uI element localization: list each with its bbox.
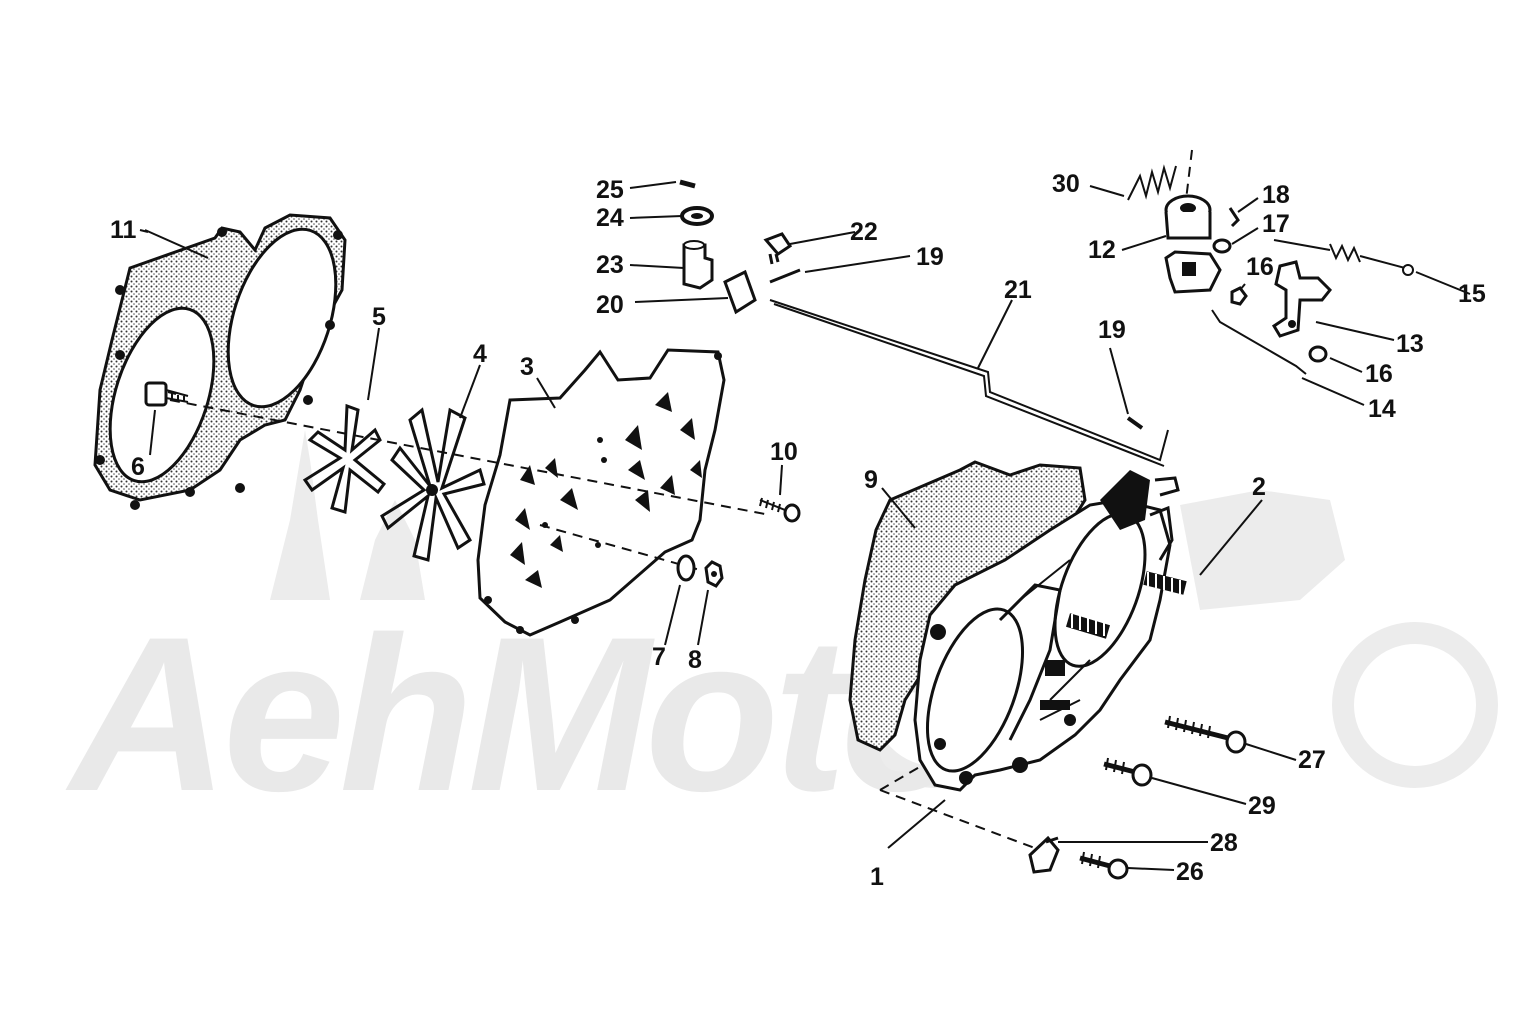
part-26-screw <box>1079 851 1129 880</box>
part-12-throttle-body <box>1164 194 1222 294</box>
callout-11: 11 <box>110 216 137 244</box>
callout-14: 14 <box>1368 395 1396 423</box>
assembly-axis-spring <box>1185 149 1193 201</box>
part-2-spring <box>1143 571 1187 595</box>
part-17-washer <box>1212 238 1232 254</box>
callout-26: 26 <box>1176 858 1204 886</box>
callout-23: 23 <box>596 251 624 279</box>
assembly-axis-upper <box>169 399 771 516</box>
assembly-axis-lower <box>539 524 701 571</box>
part-5-fan-small <box>302 403 387 514</box>
part-24-washer <box>680 206 714 226</box>
part-1-housing <box>913 470 1180 792</box>
part-16-nut-upper <box>1230 286 1248 306</box>
part-27-long-bolt <box>1164 715 1247 754</box>
watermark: AehMoto <box>65 430 1498 837</box>
part-19-clip-upper <box>769 268 801 284</box>
callout-25: 25 <box>596 176 624 204</box>
part-20-sleeve <box>723 269 757 315</box>
part-15-spring-rod <box>1273 239 1414 276</box>
callout-8: 8 <box>688 646 702 674</box>
callout-18: 18 <box>1262 181 1290 209</box>
callout-17: 17 <box>1262 210 1290 238</box>
part-18-pin <box>1228 207 1240 228</box>
callout-29: 29 <box>1248 792 1276 820</box>
callout-30: 30 <box>1052 170 1080 198</box>
callout-12: 12 <box>1088 236 1116 264</box>
callout-28: 28 <box>1210 829 1238 857</box>
part-8-nut <box>704 560 724 588</box>
part-25-pin <box>679 179 696 189</box>
part-29-bolt <box>1103 757 1153 787</box>
part-14-link-rod <box>1211 309 1307 375</box>
leader-lines <box>139 181 1471 871</box>
callout-5: 5 <box>372 303 386 331</box>
callout-19-upper: 19 <box>916 243 944 271</box>
part-4-fan <box>380 407 486 562</box>
callout-24: 24 <box>596 204 624 232</box>
part-11-gasket <box>93 213 347 510</box>
callout-22: 22 <box>850 218 878 246</box>
part-23-bushing <box>682 240 714 290</box>
part-2-spring-lower <box>1065 613 1111 639</box>
part-10-screw <box>759 497 801 523</box>
callout-16-upper: 16 <box>1246 253 1274 281</box>
callout-4: 4 <box>473 340 487 368</box>
part-13-bracket <box>1271 260 1333 338</box>
part-16-nut-lower <box>1308 345 1328 363</box>
callout-15: 15 <box>1458 280 1486 308</box>
part-19-clip-lower <box>1126 416 1144 430</box>
callout-7: 7 <box>652 643 666 671</box>
part-28-clip <box>1028 835 1060 874</box>
callout-3: 3 <box>520 353 534 381</box>
callout-19-lower: 19 <box>1098 316 1126 344</box>
callout-1: 1 <box>870 863 884 891</box>
callout-21: 21 <box>1004 276 1032 304</box>
callout-20: 20 <box>596 291 624 319</box>
callout-labels: 1 2 3 4 5 6 7 8 9 10 11 12 13 14 15 16 1… <box>110 170 1486 891</box>
callout-6: 6 <box>131 453 145 481</box>
part-21-rod <box>769 299 1169 467</box>
part-3-plate <box>476 348 726 637</box>
callout-27: 27 <box>1298 746 1326 774</box>
part-7-washer <box>676 554 696 582</box>
part-22-screw <box>763 232 793 265</box>
callout-16-lower: 16 <box>1365 360 1393 388</box>
callout-10: 10 <box>770 438 798 466</box>
callout-13: 13 <box>1396 330 1424 358</box>
callout-2: 2 <box>1252 473 1266 501</box>
part-6-bolt <box>144 381 189 407</box>
callout-9: 9 <box>864 466 878 494</box>
part-30-spring <box>1127 164 1177 201</box>
